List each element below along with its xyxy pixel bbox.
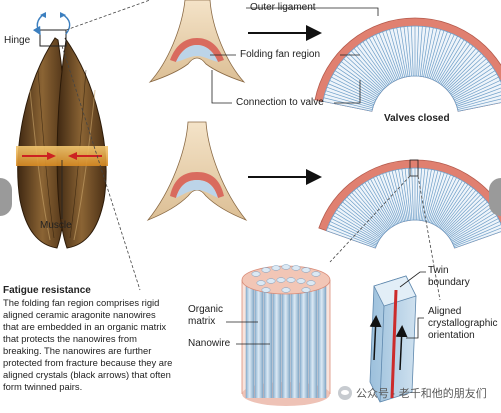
wechat-icon <box>338 386 352 400</box>
valves-closed-label: Valves closed <box>384 113 450 124</box>
zoom-box <box>409 159 419 177</box>
aligned-orientation-label: Aligned crystallographic orientation <box>428 306 498 341</box>
watermark-text: 公众号 · 老千和他的朋友们 <box>356 388 487 400</box>
muscle-band <box>16 146 108 166</box>
fan-region-open <box>314 17 501 112</box>
previous-image-tab[interactable] <box>0 178 12 216</box>
twinned-crystal <box>369 271 426 403</box>
folding-fan-region-label: Folding fan region <box>240 49 321 60</box>
fatigue-title: Fatigue resistance <box>3 285 91 296</box>
fatigue-resistance-panel: Fatigue resistance The folding fan regio… <box>3 285 173 393</box>
organic-matrix-label: Organic matrix <box>188 304 224 327</box>
hinge-label: Hinge <box>4 35 31 46</box>
connection-to-valve-label: Connection to valve <box>236 97 324 108</box>
hinge-section-closed <box>146 121 248 221</box>
twin-boundary-line <box>390 289 398 399</box>
next-image-tab[interactable] <box>489 178 501 216</box>
hinge-box <box>39 29 67 47</box>
hinge-section-open <box>148 0 246 83</box>
watermark: 公众号 · 老千和他的朋友们 <box>338 385 487 401</box>
muscle-label: Muscle <box>40 220 72 231</box>
nanowire-bundle <box>241 264 331 406</box>
nanowire-label: Nanowire <box>188 338 231 349</box>
twin-boundary-label: Twin boundary <box>428 265 470 288</box>
mussel-shell <box>16 12 108 249</box>
fatigue-body: The folding fan region comprises rigid a… <box>3 297 173 392</box>
outer-ligament-label: Outer ligament <box>250 2 316 13</box>
